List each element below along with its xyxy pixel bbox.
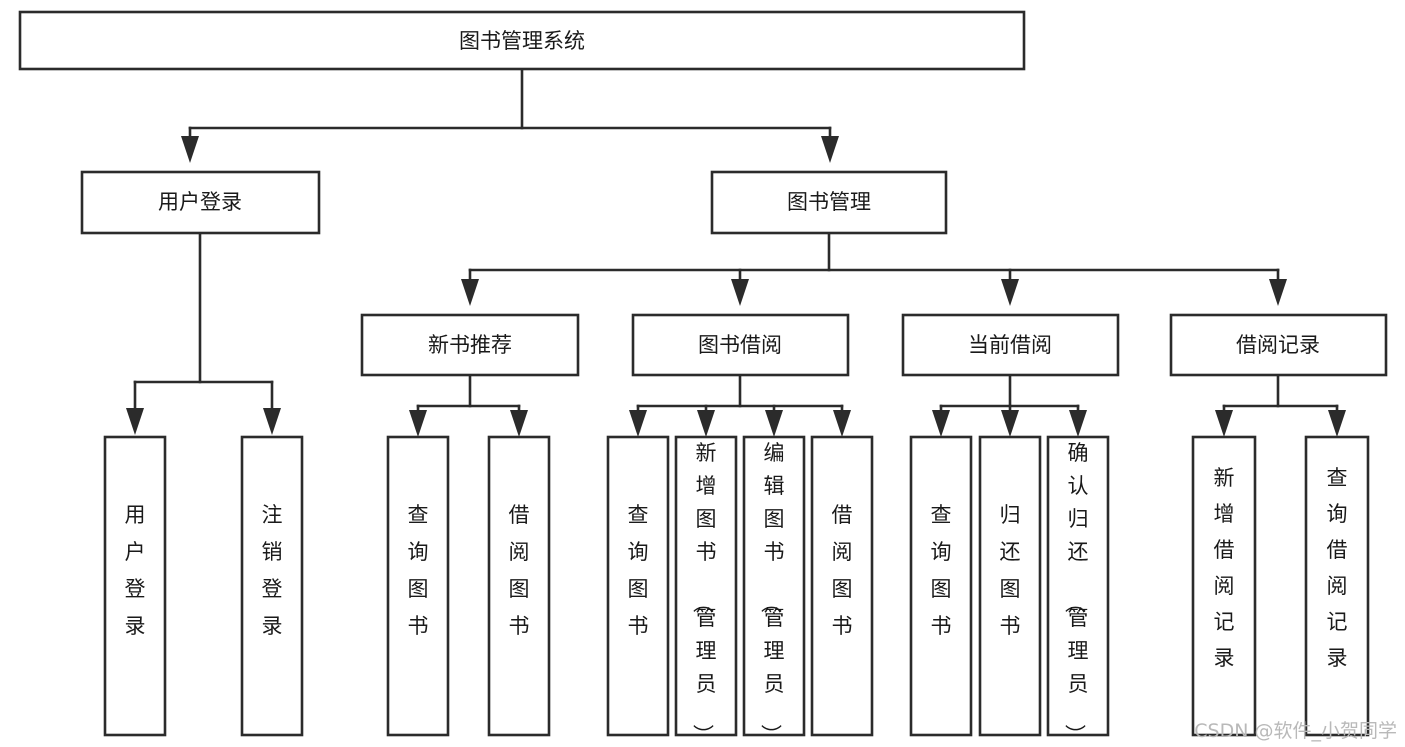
arrow-icon-to-book-borrow xyxy=(731,279,749,306)
connector-group-borrow-record xyxy=(1215,373,1346,437)
arrow-icon-to-current-borrow xyxy=(1001,279,1019,306)
node-leaf-query-book-3[interactable]: 查询图书 xyxy=(909,435,973,737)
connector-group-root xyxy=(181,68,839,163)
node-leaf-user-login[interactable]: 用户登录 xyxy=(103,435,167,737)
node-leaf-logout[interactable]: 注销登录 xyxy=(240,435,304,737)
node-leaf-borrow-book-2-box[interactable] xyxy=(810,435,874,737)
node-root[interactable]: 图书管理系统 xyxy=(18,10,1026,71)
node-leaf-logout-label: 注销登录 xyxy=(262,503,283,638)
arrow-icon-to-user-login xyxy=(181,136,199,163)
arrow-icon-leaf-query-record xyxy=(1328,410,1346,437)
arrow-icon-to-new-book-rec xyxy=(461,279,479,306)
arrow-icon-leaf-return-book xyxy=(1001,410,1019,437)
node-leaf-return-book-box[interactable] xyxy=(978,435,1042,737)
node-book-manage-label: 图书管理 xyxy=(787,190,871,214)
node-leaf-add-book-label: 新增图书（管理员） xyxy=(691,441,717,745)
node-leaf-query-book-2-label: 查询图书 xyxy=(628,503,649,638)
node-borrow-record-box[interactable] xyxy=(1169,313,1388,377)
node-root-label: 图书管理系统 xyxy=(459,29,585,53)
node-root-box[interactable] xyxy=(18,10,1026,71)
node-leaf-logout-box[interactable] xyxy=(240,435,304,737)
node-leaf-borrow-book-1-label: 借阅图书 xyxy=(509,503,530,638)
node-leaf-add-record-box[interactable] xyxy=(1191,435,1257,737)
node-leaf-add-record-label: 新增借阅记录 xyxy=(1214,466,1235,670)
node-user-login-box[interactable] xyxy=(80,170,321,235)
node-leaf-add-record[interactable]: 新增借阅记录 xyxy=(1191,435,1257,737)
node-book-manage-box[interactable] xyxy=(710,170,948,235)
node-leaf-edit-book-label: 编辑图书（管理员） xyxy=(759,441,785,745)
node-user-login-label: 用户登录 xyxy=(158,190,242,214)
node-leaf-borrow-book-2-label: 借阅图书 xyxy=(832,503,853,638)
node-leaf-add-book-box[interactable] xyxy=(674,435,738,737)
node-leaf-query-book-1-label: 查询图书 xyxy=(408,503,429,638)
node-leaf-return-book-label: 归还图书 xyxy=(1000,503,1021,638)
node-book-manage[interactable]: 图书管理 xyxy=(710,170,948,235)
node-new-book-rec-box[interactable] xyxy=(360,313,580,377)
node-leaf-query-record-label: 查询借阅记录 xyxy=(1327,466,1348,670)
node-current-borrow-box[interactable] xyxy=(901,313,1120,377)
node-leaf-query-book-2-box[interactable] xyxy=(606,435,670,737)
connector-group-current-borrow xyxy=(932,373,1087,437)
node-leaf-query-book-3-label: 查询图书 xyxy=(931,503,952,638)
node-book-borrow-label: 图书借阅 xyxy=(698,333,782,357)
arrow-icon-leaf-add-book xyxy=(697,410,715,437)
node-leaf-query-book-3-box[interactable] xyxy=(909,435,973,737)
connector-group-book-borrow xyxy=(629,373,851,437)
node-borrow-record-label: 借阅记录 xyxy=(1236,333,1320,357)
node-leaf-borrow-book-2[interactable]: 借阅图书 xyxy=(810,435,874,737)
connector-group-new-book-rec xyxy=(409,373,528,437)
node-borrow-record[interactable]: 借阅记录 xyxy=(1169,313,1388,377)
node-leaf-query-record[interactable]: 查询借阅记录 xyxy=(1304,435,1370,737)
node-new-book-rec[interactable]: 新书推荐 xyxy=(360,313,580,377)
node-book-borrow[interactable]: 图书借阅 xyxy=(631,313,850,377)
arrow-icon-leaf-edit-book xyxy=(765,410,783,437)
node-current-borrow[interactable]: 当前借阅 xyxy=(901,313,1120,377)
arrow-icon-leaf-borrow-book-2 xyxy=(833,410,851,437)
node-leaf-query-book-1-box[interactable] xyxy=(386,435,450,737)
node-new-book-rec-label: 新书推荐 xyxy=(428,333,512,357)
node-book-borrow-box[interactable] xyxy=(631,313,850,377)
node-leaf-user-login-box[interactable] xyxy=(103,435,167,737)
node-leaf-query-record-box[interactable] xyxy=(1304,435,1370,737)
arrow-icon-leaf-borrow-book-1 xyxy=(510,410,528,437)
node-leaf-query-book-2[interactable]: 查询图书 xyxy=(606,435,670,737)
node-leaf-confirm-return-box[interactable] xyxy=(1046,435,1110,737)
arrow-icon-leaf-logout xyxy=(263,408,281,435)
arrow-icon-leaf-query-book-2 xyxy=(629,410,647,437)
arrow-icon-to-book-manage xyxy=(821,136,839,163)
node-leaf-add-book[interactable]: 新增图书（管理员） xyxy=(674,435,738,745)
node-leaf-query-book-1[interactable]: 查询图书 xyxy=(386,435,450,737)
arrow-icon-leaf-user-login xyxy=(126,408,144,435)
node-leaf-return-book[interactable]: 归还图书 xyxy=(978,435,1042,737)
connector-group-book-manage xyxy=(461,231,1287,306)
node-leaf-user-login-label: 用户登录 xyxy=(125,503,146,638)
node-current-borrow-label: 当前借阅 xyxy=(968,333,1052,357)
connector-group-user-login xyxy=(126,231,281,435)
arrow-icon-leaf-query-book-3 xyxy=(932,410,950,437)
node-leaf-edit-book[interactable]: 编辑图书（管理员） xyxy=(742,435,806,745)
arrow-icon-leaf-query-book-1 xyxy=(409,410,427,437)
arrow-icon-leaf-add-record xyxy=(1215,410,1233,437)
node-leaf-borrow-book-1-box[interactable] xyxy=(487,435,551,737)
node-leaf-borrow-book-1[interactable]: 借阅图书 xyxy=(487,435,551,737)
arrow-icon-leaf-confirm-return xyxy=(1069,410,1087,437)
node-leaf-confirm-return-label: 确认归还（管理员） xyxy=(1063,441,1089,745)
node-user-login[interactable]: 用户登录 xyxy=(80,170,321,235)
arrow-icon-to-borrow-record xyxy=(1269,279,1287,306)
node-leaf-confirm-return[interactable]: 确认归还（管理员） xyxy=(1046,435,1110,745)
node-leaf-edit-book-box[interactable] xyxy=(742,435,806,737)
